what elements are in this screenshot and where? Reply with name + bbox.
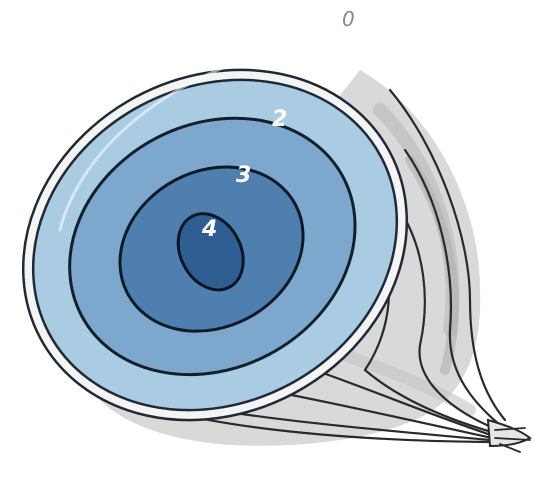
layer-1-label: 1 (312, 63, 327, 88)
layer-2-label: 2 (272, 107, 287, 132)
layer-0-label: 0 (342, 7, 355, 31)
onion-root-tip (488, 420, 530, 446)
layer-4-label: 4 (201, 217, 217, 242)
layer-3-label: 3 (236, 163, 251, 188)
